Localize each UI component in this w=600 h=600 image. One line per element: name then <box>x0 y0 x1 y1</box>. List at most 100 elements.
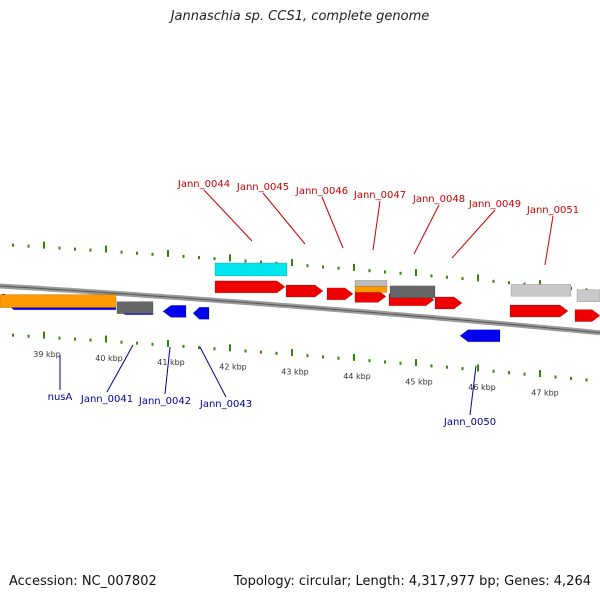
lower-tick <box>74 337 76 341</box>
gene-label-Jann_0046[interactable]: Jann_0046 <box>295 186 348 197</box>
gene-label-Jann_0051[interactable]: Jann_0051 <box>526 205 579 216</box>
gene-label-Jann_0050[interactable]: Jann_0050 <box>443 417 496 428</box>
reverse-gene-arrow[interactable] <box>459 329 501 343</box>
upper-tick <box>244 259 247 263</box>
gene-label-Jann_0047[interactable]: Jann_0047 <box>353 190 406 201</box>
gene-label-Jann_0049[interactable]: Jann_0049 <box>468 199 521 210</box>
label-leader-line <box>106 344 134 393</box>
upper-tick <box>120 250 123 254</box>
kbp-tick-label: 41 kbp <box>157 358 185 367</box>
lower-tick <box>213 347 216 351</box>
lower-tick <box>384 360 386 364</box>
label-leader-line <box>544 215 554 266</box>
upper-tick <box>477 274 479 282</box>
label-leader-line <box>469 365 477 416</box>
lower-tick <box>446 365 448 369</box>
reverse-gene-arrow[interactable] <box>162 305 187 318</box>
misc-feature-bar[interactable] <box>576 289 600 302</box>
upper-tick <box>291 259 293 266</box>
upper-tick <box>306 264 309 268</box>
gene-label-nusA[interactable]: nusA <box>48 392 73 403</box>
lower-tick <box>585 378 588 382</box>
lower-tick <box>306 354 309 358</box>
lower-tick <box>291 349 293 356</box>
upper-tick <box>368 269 371 273</box>
lower-tick <box>89 338 92 342</box>
misc-feature-bar[interactable] <box>510 283 572 297</box>
upper-tick <box>74 247 76 251</box>
upper-tick <box>523 282 526 286</box>
kbp-tick-label: 46 kbp <box>468 383 496 392</box>
kbp-tick-label: 47 kbp <box>531 389 559 398</box>
upper-tick <box>539 280 541 288</box>
upper-tick <box>136 251 138 255</box>
lower-tick <box>120 340 123 344</box>
upper-tick <box>508 281 510 285</box>
gene-label-Jann_0048[interactable]: Jann_0048 <box>412 194 465 205</box>
forward-gene-arrow[interactable] <box>326 287 354 301</box>
lower-tick <box>337 356 340 360</box>
reverse-gene-arrow[interactable] <box>192 306 210 320</box>
lower-tick <box>244 349 247 353</box>
dark-feature-bar[interactable] <box>116 301 154 314</box>
forward-gene-arrow[interactable] <box>509 304 569 318</box>
lower-tick <box>523 372 526 376</box>
lower-tick <box>322 355 324 359</box>
gene-label-Jann_0042[interactable]: Jann_0042 <box>138 396 191 407</box>
lower-tick <box>12 333 14 337</box>
forward-gene-arrow[interactable] <box>214 280 286 294</box>
upper-tick <box>353 263 355 271</box>
lower-tick <box>167 339 169 347</box>
lower-tick <box>415 359 417 367</box>
accession-label: Accession: NC_007802 <box>9 574 157 589</box>
label-leader-line <box>262 192 306 245</box>
label-leader-line <box>164 346 171 395</box>
kbp-tick-label: 43 kbp <box>281 367 309 376</box>
upper-tick <box>430 274 433 278</box>
orange-feature-bar[interactable] <box>0 294 117 308</box>
lower-tick <box>182 344 185 348</box>
upper-tick <box>492 279 495 283</box>
lower-tick <box>229 344 231 352</box>
forward-gene-arrow[interactable] <box>574 309 600 322</box>
upper-tick <box>182 254 185 258</box>
lower-tick <box>43 331 45 339</box>
label-leader-line <box>203 189 253 242</box>
lower-tick <box>136 341 138 345</box>
upper-tick <box>229 254 231 262</box>
kbp-tick-label: 39 kbp <box>33 350 61 359</box>
upper-tick <box>399 271 402 275</box>
forward-gene-arrow[interactable] <box>285 284 324 298</box>
label-leader-line <box>451 209 496 259</box>
upper-tick <box>260 260 262 264</box>
lower-tick <box>539 370 541 378</box>
upper-tick <box>151 252 154 256</box>
gene-label-Jann_0045[interactable]: Jann_0045 <box>236 182 289 193</box>
dark-feature-bar[interactable] <box>389 285 436 299</box>
gene-label-Jann_0044[interactable]: Jann_0044 <box>177 179 230 190</box>
lower-tick <box>492 369 495 373</box>
lower-tick <box>570 376 572 380</box>
lower-tick <box>399 361 402 365</box>
kbp-tick-label: 45 kbp <box>405 377 433 386</box>
orange-feature-bar[interactable] <box>354 286 388 293</box>
lower-tick <box>554 375 557 379</box>
upper-tick <box>27 244 30 248</box>
gene-label-Jann_0041[interactable]: Jann_0041 <box>80 394 133 405</box>
lower-tick <box>151 342 154 346</box>
cds-feature-bar[interactable] <box>214 262 288 277</box>
upper-tick <box>213 257 216 261</box>
misc-feature-bar[interactable] <box>354 280 388 287</box>
lower-tick <box>260 350 262 354</box>
kbp-tick-label: 40 kbp <box>95 354 123 363</box>
lower-tick <box>477 364 479 372</box>
upper-tick <box>384 270 386 274</box>
gene-label-Jann_0043[interactable]: Jann_0043 <box>199 399 252 410</box>
upper-tick <box>89 248 92 252</box>
upper-tick <box>12 243 14 247</box>
forward-gene-arrow[interactable] <box>434 296 463 310</box>
upper-tick <box>167 249 169 257</box>
upper-tick <box>415 269 417 277</box>
label-leader-line <box>372 200 381 251</box>
